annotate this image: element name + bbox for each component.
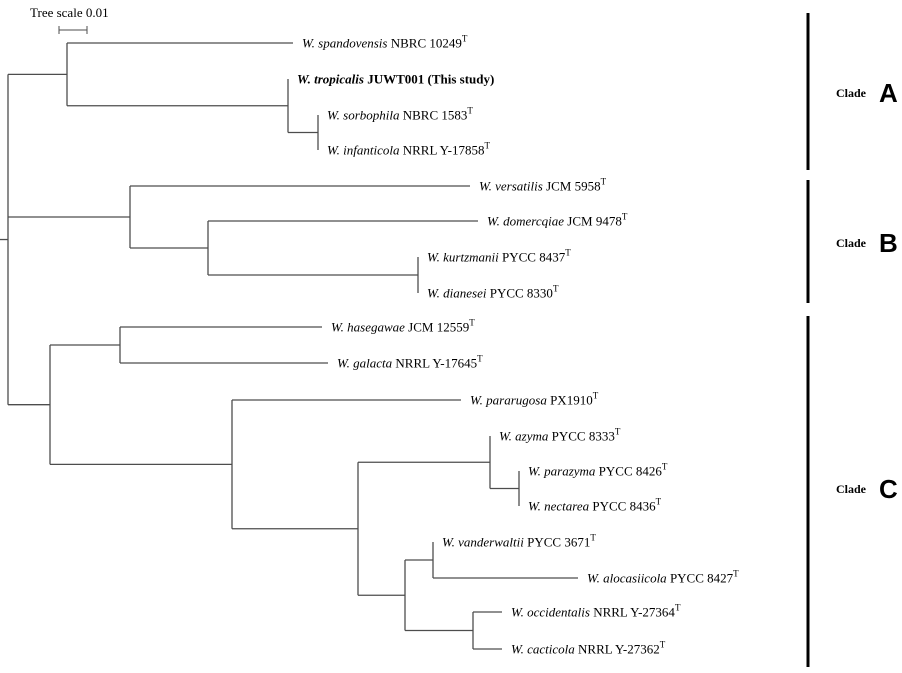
tree-branches <box>0 42 578 650</box>
taxon-label: W. parazyma PYCC 8426T <box>528 462 668 479</box>
tree-scale-label: Tree scale 0.01 <box>30 5 109 20</box>
taxon-label: W. pararugosa PX1910T <box>470 391 599 408</box>
taxon-label: W. cacticola NRRL Y-27362T <box>511 640 666 657</box>
taxon-label: W. domercqiae JCM 9478T <box>487 212 628 229</box>
clade-label: Clade <box>836 86 867 100</box>
taxon-label: W. vanderwaltii PYCC 3671T <box>442 533 596 550</box>
tree-scale-bar <box>58 26 88 34</box>
taxon-label: W. sorbophila NBRC 1583T <box>327 106 473 123</box>
taxon-label: W. spandovensis NBRC 10249T <box>302 34 468 51</box>
clade-label: Clade <box>836 482 867 496</box>
taxon-label: W. tropicalis JUWT001 (This study) <box>297 72 494 87</box>
taxon-label: W. galacta NRRL Y-17645T <box>337 354 483 371</box>
taxon-label: W. dianesei PYCC 8330T <box>427 284 559 301</box>
clade-label: Clade <box>836 236 867 250</box>
taxon-label: W. kurtzmanii PYCC 8437T <box>427 248 571 265</box>
taxon-label: W. azyma PYCC 8333T <box>499 427 621 444</box>
taxon-label: W. occidentalis NRRL Y-27364T <box>511 603 681 620</box>
taxon-label: W. nectarea PYCC 8436T <box>528 497 662 514</box>
clade-letter: A <box>879 78 898 108</box>
taxon-label: W. versatilis JCM 5958T <box>479 177 607 194</box>
taxon-label: W. alocasiicola PYCC 8427T <box>587 569 739 586</box>
taxon-labels: W. spandovensis NBRC 10249T W. tropicalis… <box>297 34 739 657</box>
taxon-label: W. infanticola NRRL Y-17858T <box>327 141 490 158</box>
clade-letter: C <box>879 474 898 504</box>
clade-letter: B <box>879 228 898 258</box>
taxon-label: W. hasegawae JCM 12559T <box>331 318 475 335</box>
